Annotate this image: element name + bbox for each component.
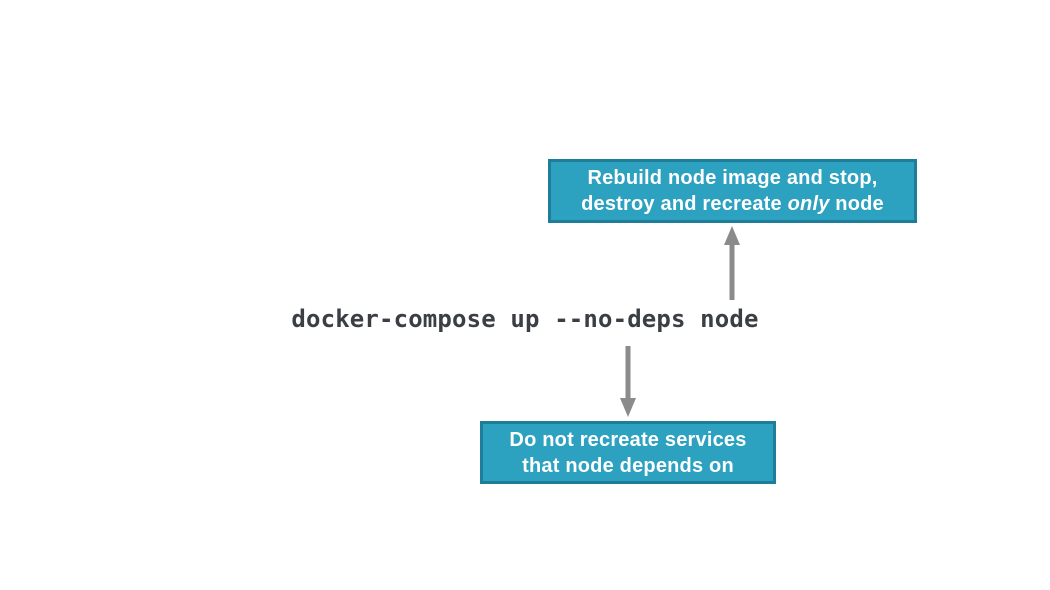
rebuild-node-box-line1: Rebuild node image and stop, xyxy=(587,167,878,189)
arrow-up-head xyxy=(724,226,740,245)
rebuild-node-box-line2-post: node xyxy=(829,193,884,215)
rebuild-node-box-line2-italic: only xyxy=(787,193,830,215)
docker-compose-command: docker-compose up --no-deps node xyxy=(291,305,759,333)
arrow-up-icon xyxy=(724,226,740,300)
no-recreate-deps-box: Do not recreate services that node depen… xyxy=(480,421,776,484)
rebuild-node-box: Rebuild node image and stop, destroy and… xyxy=(548,159,917,223)
rebuild-node-box-line2-pre: destroy and recreate xyxy=(581,193,788,215)
rebuild-node-box-line2: destroy and recreate only node xyxy=(551,191,914,217)
no-recreate-deps-box-line1: Do not recreate services xyxy=(509,428,747,451)
arrow-down-icon xyxy=(620,346,636,417)
arrow-down-head xyxy=(620,398,636,417)
no-recreate-deps-box-line2: that node depends on xyxy=(522,454,734,477)
